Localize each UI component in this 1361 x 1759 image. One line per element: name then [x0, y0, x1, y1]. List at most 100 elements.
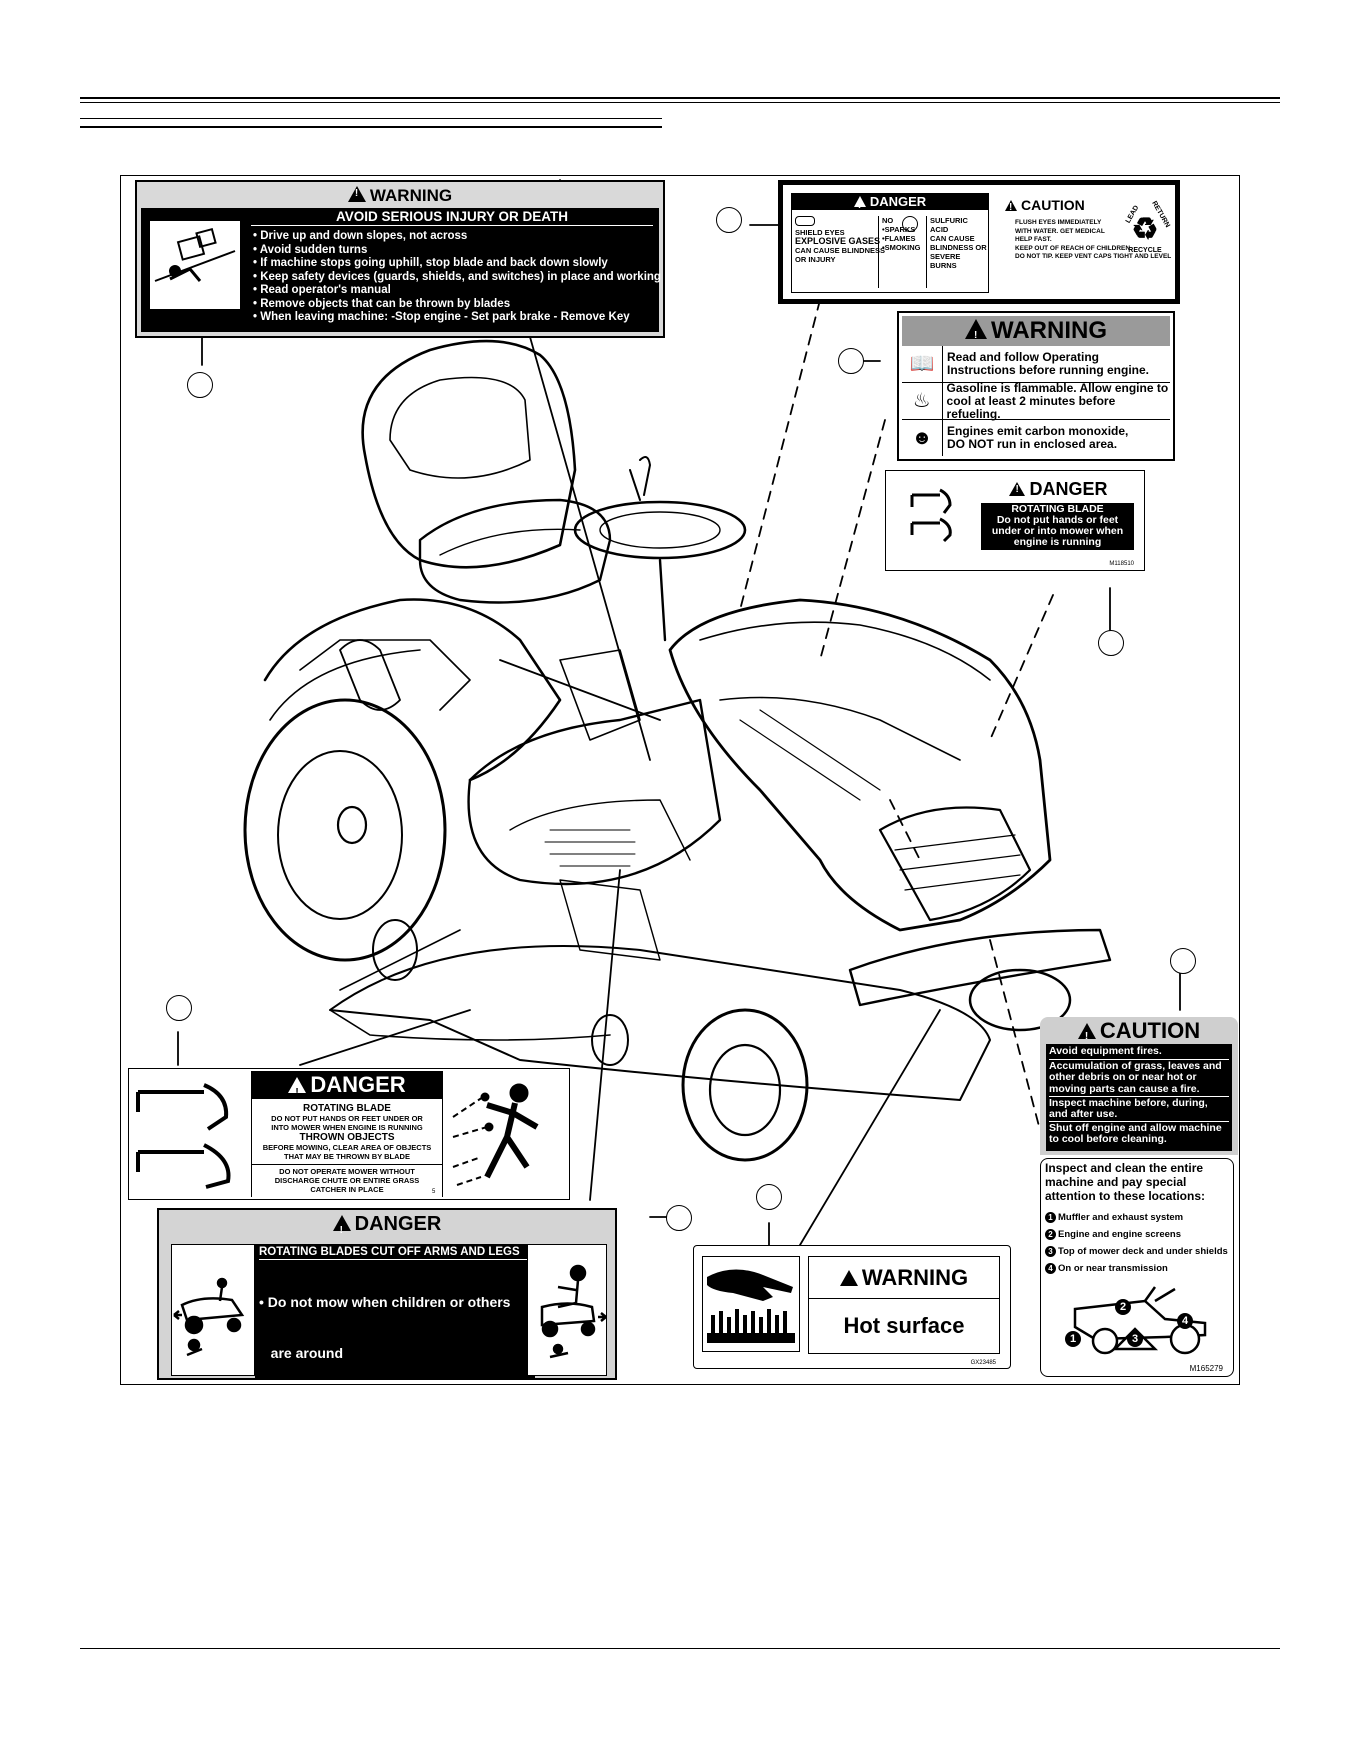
engine-row-text: Engines emit carbon monoxide, [947, 424, 1129, 438]
hand-foot-blade-icon [134, 1077, 246, 1193]
battery-text: SEVERE BURNS [930, 252, 961, 270]
decal-bullets: • Drive up and down slopes, not across •… [253, 230, 661, 325]
blade-small-header: DANGER [981, 479, 1136, 500]
battery-text: SHIELD EYES [795, 228, 845, 237]
decal-part-code: 5 [432, 1189, 436, 1195]
flame-icon: ♨ [902, 383, 943, 419]
battery-danger-header: DANGER [792, 194, 988, 214]
decal-part-code: GX23485 [970, 1360, 996, 1366]
bullet-item: • Avoid sudden turns [253, 243, 368, 256]
eye-shield-icon [795, 216, 815, 226]
thrown-text: DO NOT OPERATE MOWER WITHOUT [279, 1167, 415, 1176]
bullet-item: • Keep safety devices (guards, shields, … [253, 270, 661, 283]
blade-small-text: Do not put hands or feet [996, 514, 1119, 526]
battery-col-nospark: NO •SPARKS •FLAMES •SMOKING [878, 216, 920, 288]
danger-thrown-center: DANGER ROTATING BLADE DO NOT PUT HANDS O… [251, 1071, 443, 1197]
battery-caution-text: FLUSH EYES IMMEDIATELY WITH WATER. GET M… [1015, 219, 1171, 262]
battery-text: EXPLOSIVE GASES [795, 236, 881, 246]
caution-fires-text: other debris on or near hot or [1049, 1071, 1197, 1084]
header-rule-thin [80, 102, 1280, 103]
location-badge: 4 [1177, 1313, 1193, 1329]
bullet-item: • Remove objects that can be thrown by b… [253, 297, 511, 310]
arms-header: DANGER [159, 1210, 615, 1245]
decal-part-code: M118510 [1109, 561, 1134, 567]
alert-triangle-icon [1009, 482, 1026, 496]
alert-triangle-icon [839, 1270, 858, 1314]
callout-circle-3 [838, 348, 864, 374]
mower-reverse-icon [527, 1244, 607, 1376]
battery-text: KEEP OUT OF REACH OF CHILDREN. [1015, 244, 1132, 252]
callout-circle-7 [666, 1205, 692, 1231]
slope-rollover-icon [149, 220, 241, 310]
battery-text: HELP FAST. [1015, 236, 1052, 243]
engine-row-fire: ♨ Gasoline is flammable. Allow engine to… [902, 380, 1170, 421]
footer-rule [80, 1648, 1280, 1649]
hot-surface-text: Hot surface [843, 1313, 965, 1338]
blade-small-body: ROTATING BLADE Do not put hands or feet … [981, 503, 1134, 550]
bullet-item: • If machine stops going uphill, stop bl… [253, 257, 608, 269]
battery-col-eyes: SHIELD EYES EXPLOSIVE GASES CAN CAUSE BL… [795, 216, 885, 264]
alert-triangle-icon [1005, 200, 1017, 213]
battery-text: •FLAMES [882, 234, 916, 243]
blade-small-text: ROTATING BLADE [1011, 503, 1104, 515]
mower-child-icon [171, 1244, 255, 1376]
caution-fires-text: and after use. [1049, 1108, 1118, 1121]
bullet-item: • Look down and behind before and [259, 1447, 496, 1463]
engine-row-co: ☻ Engines emit carbon monoxide, DO NOT r… [902, 420, 1170, 456]
battery-text: SULFURIC [930, 216, 968, 225]
bullet-item: are around [259, 1345, 344, 1361]
figure-frame [120, 175, 1240, 1385]
hot-surface-header-box: WARNING [808, 1256, 1000, 1314]
caution-fires-top: CAUTION Avoid equipment fires. Accumulat… [1040, 1017, 1238, 1155]
arms-body: ROTATING BLADES CUT OFF ARMS AND LEGS • … [255, 1244, 541, 1565]
hand-hot-surface-icon [702, 1256, 800, 1352]
thrown-title: THROWN OBJECTS [299, 1132, 395, 1143]
battery-caution-header: CAUTION [1005, 197, 1085, 213]
engine-row-text: Gasoline is flammable. Allow engine to [946, 380, 1169, 395]
arms-bullets: • Do not mow when children or others are… [259, 1260, 541, 1600]
engine-row-text: Read and follow Operating [947, 350, 1100, 364]
battery-text: ACID [930, 225, 949, 234]
recycle-label: RECYCLE [1128, 247, 1162, 254]
battery-text: WITH WATER. GET MEDICAL [1015, 227, 1105, 235]
caution-fires-text: Accumulation of grass, leaves and [1049, 1060, 1222, 1073]
alert-triangle-icon [288, 1077, 307, 1107]
number-badge: 2 [1045, 1229, 1056, 1240]
thrown-title: ROTATING BLADE [303, 1103, 391, 1114]
caution-fires-text: to cool before cleaning. [1049, 1133, 1167, 1146]
alert-triangle-icon [347, 186, 366, 202]
decal-header: WARNING [141, 186, 659, 206]
inspect-title: Inspect and clean the entire machine and… [1045, 1161, 1229, 1203]
inspect-title-line: attention to these locations: [1045, 1189, 1206, 1203]
callout-circle-6 [166, 995, 192, 1021]
recycle-icon: LEAD RETURN ♻ RECYCLE [1124, 200, 1171, 254]
decal-body: AVOID SERIOUS INJURY OR DEATH • Drive up… [141, 208, 661, 332]
battery-text: NO [882, 216, 894, 225]
bullet-item: • When leaving machine: -Stop engine - S… [253, 311, 630, 323]
battery-text: •SMOKING [882, 243, 921, 252]
alert-triangle-icon [965, 319, 987, 351]
decal-subheader: AVOID SERIOUS INJURY OR DEATH [251, 210, 653, 226]
caution-fires-header: CAUTION [1042, 1019, 1236, 1049]
engine-row-text: cool at least 2 minutes before refueling… [946, 393, 1116, 421]
thrown-text: BEFORE MOWING, CLEAR AREA OF OBJECTS [262, 1143, 432, 1152]
battery-decal-inner: DANGER SHIELD EYES EXPLOSIVE GASES CAN C… [783, 185, 1175, 299]
caution-fires-decal: CAUTION Avoid equipment fires. Accumulat… [1040, 1017, 1238, 1377]
thrown-header: DANGER [252, 1071, 442, 1107]
book-icon: 📖 [902, 346, 943, 382]
callout-circle-5 [1170, 948, 1196, 974]
callout-circle-8 [756, 1184, 782, 1210]
engine-warning-header: WARNING [902, 316, 1170, 351]
engine-row-text: DO NOT run in enclosed area. [947, 437, 1118, 451]
battery-text: CAN CAUSE BLINDNESS [795, 246, 886, 255]
bullet-item: • Read operator's manual [253, 284, 391, 296]
thrown-text: CATCHER IN PLACE [310, 1185, 384, 1194]
callout-circle-2 [716, 207, 742, 233]
decal-part-code: M165279 [1189, 1364, 1223, 1373]
inspect-title-line: Inspect and clean the entire [1045, 1161, 1204, 1175]
caution-fires-text: Inspect machine before, during, [1049, 1096, 1208, 1109]
